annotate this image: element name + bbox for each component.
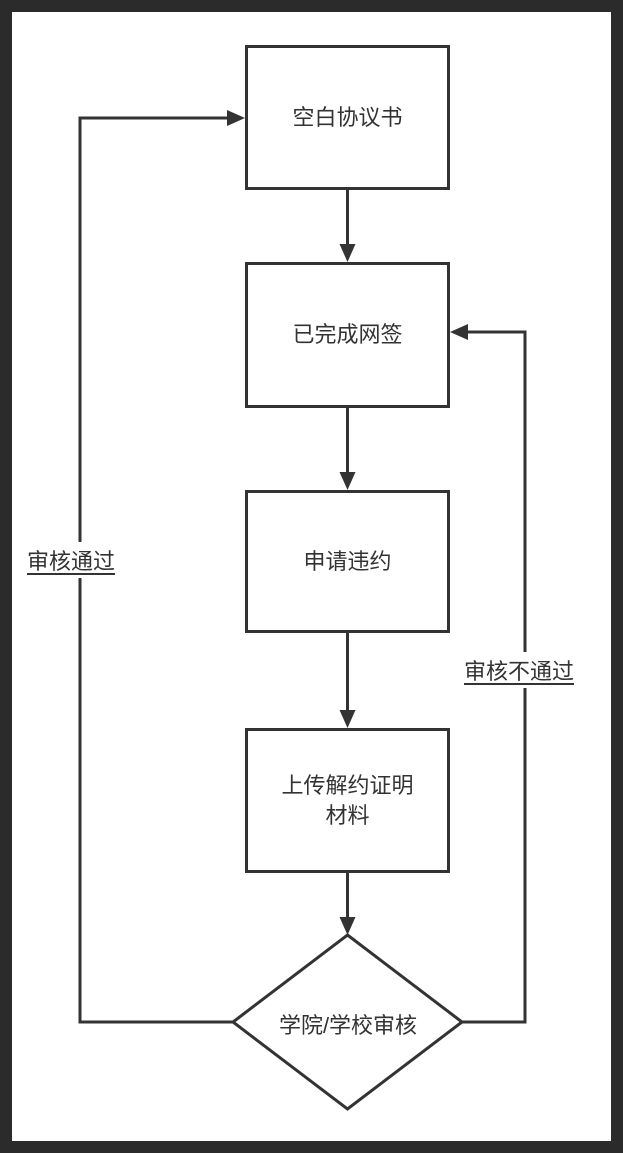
arrow-down-icon: [339, 472, 356, 490]
node-label-line2: 材料: [325, 802, 370, 828]
node-apply-for-breach: 申请违约: [245, 490, 450, 633]
decision-diamond: [230, 933, 465, 1111]
arrow-down-icon: [339, 710, 356, 728]
arrow-left-icon: [450, 324, 468, 340]
node-school-review-label: 学院/学校审核: [278, 1013, 418, 1038]
edge-label-approved: 审核通过: [24, 542, 119, 578]
node-label: 申请违约: [303, 548, 392, 574]
node-label: 空白协议书: [292, 104, 403, 130]
arrow-down-icon: [339, 917, 356, 935]
arrow-right-icon: [227, 110, 245, 126]
arrow-down-icon: [339, 244, 356, 262]
node-completed-online-signing: 已完成网签: [245, 262, 450, 408]
node-label: 已完成网签: [292, 322, 403, 348]
edge-label-rejected: 审核不通过: [461, 652, 578, 688]
node-label-line1: 上传解约证明: [281, 772, 414, 798]
node-upload-proof: 上传解约证明 材料: [245, 728, 450, 873]
node-blank-agreement: 空白协议书: [245, 45, 450, 190]
